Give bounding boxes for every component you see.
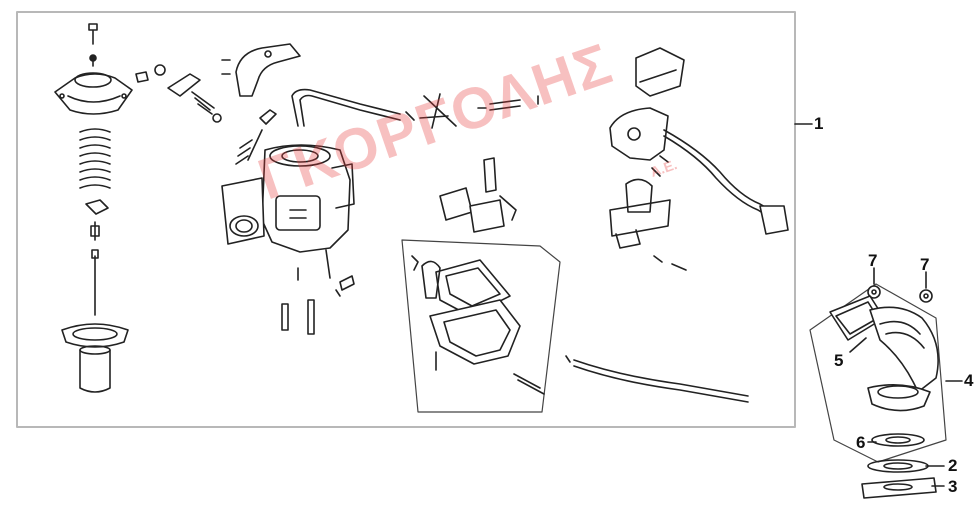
callout-6: 6	[856, 433, 866, 452]
callout-3: 3	[948, 477, 958, 496]
callout-7-right: 7	[920, 255, 930, 274]
vacuum-piston-stack	[54, 23, 133, 393]
callout-7-left: 7	[868, 251, 878, 270]
callout-5-leader	[849, 337, 867, 353]
intake-manifold-assembly	[809, 267, 947, 499]
callout-2: 2	[948, 456, 958, 475]
auto-choke-unit	[609, 47, 789, 271]
float-bowl-assembly	[401, 157, 749, 413]
callout-1: 1	[814, 114, 824, 133]
assembly-frame	[16, 11, 796, 428]
idle-screw-set	[135, 64, 222, 123]
carburetor-body	[221, 109, 355, 335]
callout-4: 4	[964, 371, 974, 390]
vent-hose	[291, 88, 539, 129]
callout-5: 5	[834, 351, 844, 370]
throttle-bracket	[221, 43, 301, 97]
